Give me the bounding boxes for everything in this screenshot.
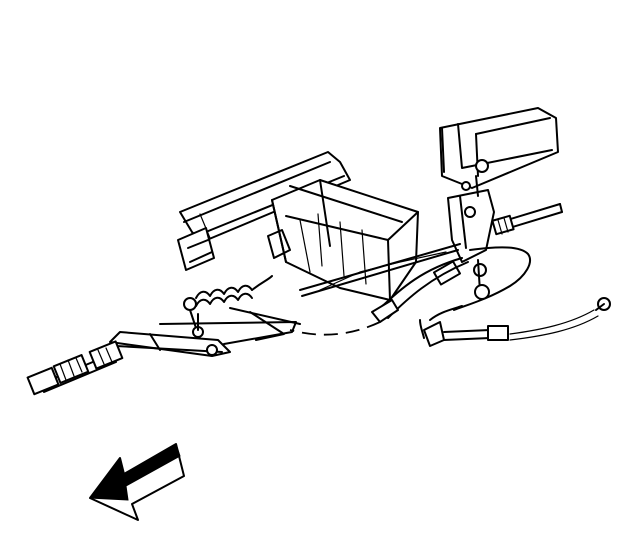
cable-mounting-bracket xyxy=(447,175,495,300)
return-spring xyxy=(183,275,273,329)
front-parking-brake-cable xyxy=(26,340,124,396)
rear-cable xyxy=(289,246,611,347)
right-frame-rail xyxy=(439,107,559,189)
cable-end-fitting xyxy=(491,203,563,236)
frame-crossmember xyxy=(267,179,419,301)
intermediate-cable xyxy=(299,243,462,297)
direction-arrow xyxy=(89,443,185,521)
left-frame-rail xyxy=(177,151,351,271)
equalizer-lever xyxy=(109,307,301,357)
